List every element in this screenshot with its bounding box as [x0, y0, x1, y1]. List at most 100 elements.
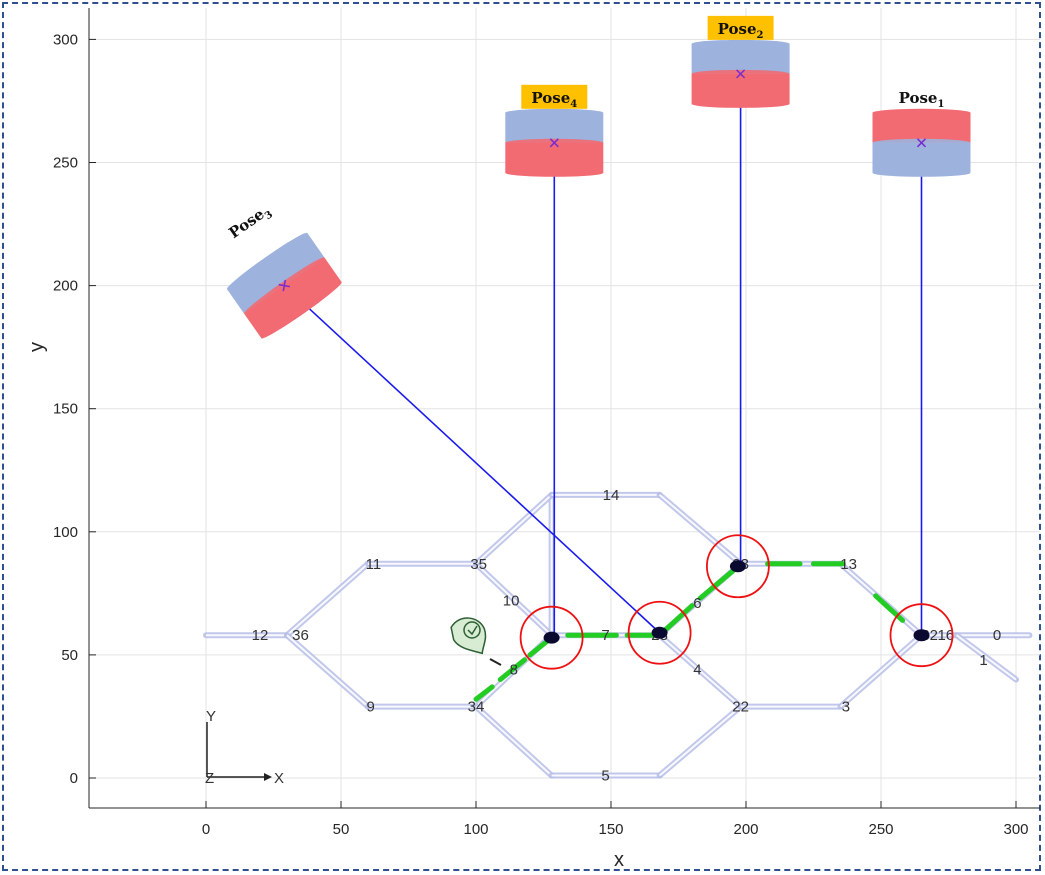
pose-center-x: [549, 138, 559, 148]
node-label: 8: [510, 662, 518, 679]
pose-label-subscript: 2: [757, 30, 764, 41]
pose-body: [691, 39, 790, 108]
road-centerline: [475, 494, 553, 565]
y-tick-label: 300: [53, 31, 78, 48]
pose-label-subscript: 3: [263, 209, 275, 222]
x-tick-label: 200: [733, 821, 758, 838]
landmark-circle: [519, 605, 584, 670]
x-tick-label: 50: [333, 821, 350, 838]
road-centerline: [286, 634, 369, 708]
pose-label-subscript: 1: [937, 99, 944, 110]
road-centerline: [658, 494, 742, 565]
pose-label: Pose4: [531, 89, 577, 110]
landmark-dot: [651, 626, 668, 639]
vehicle-marker-icon: [450, 617, 502, 666]
x-tick-label: 100: [463, 821, 488, 838]
node-label: 0: [993, 627, 1001, 644]
landmark-dot: [913, 629, 930, 642]
pose-top-cap: [505, 108, 604, 117]
road-centerline: [956, 634, 1017, 681]
y-tick-label: 50: [61, 647, 78, 664]
pose-label-bg: [707, 15, 774, 40]
pose-bottom-cap: [691, 99, 790, 108]
x-tick-label: 0: [202, 821, 210, 838]
pose-marker: Pose1: [872, 89, 971, 177]
landmark-circle: [889, 603, 954, 668]
node-label: 11: [366, 556, 382, 573]
path-segment: [473, 684, 495, 702]
x-axis-label: x: [614, 849, 624, 871]
node-label: 16: [937, 627, 954, 644]
gizmo-y-label: Y: [206, 708, 216, 725]
pose-bottom-cap: [872, 168, 971, 177]
node-label: 36: [292, 627, 309, 644]
pose-center-x: [278, 279, 291, 292]
node-label: 7: [601, 627, 609, 644]
node-label: 13: [840, 556, 857, 573]
pose-lower-band: [505, 142, 604, 173]
node-label: 35: [470, 556, 487, 573]
pose-top-cap: [691, 39, 790, 48]
pose-top-cap: [872, 108, 971, 117]
x-tick-label: 150: [598, 821, 623, 838]
path-segment: [697, 568, 735, 601]
pose-marker: Pose4: [505, 84, 604, 177]
pose-label-group: Pose4: [521, 84, 588, 110]
pose-label-subscript: 4: [570, 99, 577, 110]
pose-center-x: [916, 138, 927, 148]
node-label: 14: [603, 487, 620, 504]
pose-marker: Pose3: [225, 201, 342, 339]
y-tick-label: 0: [70, 770, 78, 787]
pose-ray: [283, 285, 661, 634]
pose-label: Pose3: [225, 201, 275, 245]
node-label: 1: [979, 652, 987, 669]
node-label: 6: [693, 595, 701, 612]
road-centerline: [475, 563, 553, 636]
path-segment: [873, 593, 906, 623]
y-tick-label: 200: [53, 278, 78, 295]
road-centerline: [475, 705, 553, 777]
pose-marker: Pose2: [691, 15, 790, 108]
landmark-dot: [729, 560, 746, 573]
road-centerline: [286, 563, 369, 636]
pose-label-group: Pose2: [707, 15, 774, 41]
pose-label: Pose1: [899, 89, 945, 110]
green-route: [473, 561, 906, 702]
node-label: 10: [503, 593, 520, 610]
pose-upper-band: [691, 43, 790, 74]
pose-lower-band: [872, 142, 971, 173]
pose-bottom-cap: [505, 168, 604, 177]
node-label: 3: [842, 699, 850, 716]
pose-lower-band: [244, 257, 342, 339]
node-label: 5: [601, 768, 609, 785]
node-label: 34: [468, 699, 485, 716]
y-tick-label: 100: [53, 524, 78, 541]
pose-center-x: [736, 69, 746, 79]
x-tick-label: 250: [868, 821, 893, 838]
pose-bottom-cap: [261, 281, 342, 339]
y-tick-label: 150: [53, 401, 78, 418]
pose-top-cap: [226, 232, 308, 290]
pose-label: Pose2: [718, 20, 764, 41]
coordinate-gizmo: Y X Z: [205, 708, 284, 787]
path-segment: [662, 603, 695, 633]
node-labels: 01345678910111213141622232832343536: [252, 487, 1002, 785]
node-label: 4: [693, 662, 701, 679]
pose-body: [872, 108, 971, 177]
road-centerline: [839, 634, 923, 708]
y-tick-label: 250: [53, 155, 78, 172]
observation-rays: [283, 73, 923, 638]
pose-label-bg: [521, 84, 588, 109]
pose-upper-band: [226, 232, 325, 314]
path-segment: [497, 657, 528, 683]
node-label: 12: [252, 627, 269, 644]
pose-upper-band: [872, 112, 971, 143]
node-label: 9: [367, 699, 375, 716]
pose-label-group: Pose1: [899, 89, 945, 110]
landmark-marks: [519, 534, 954, 670]
landmark-circle: [627, 600, 692, 665]
pose-upper-band: [505, 112, 604, 143]
